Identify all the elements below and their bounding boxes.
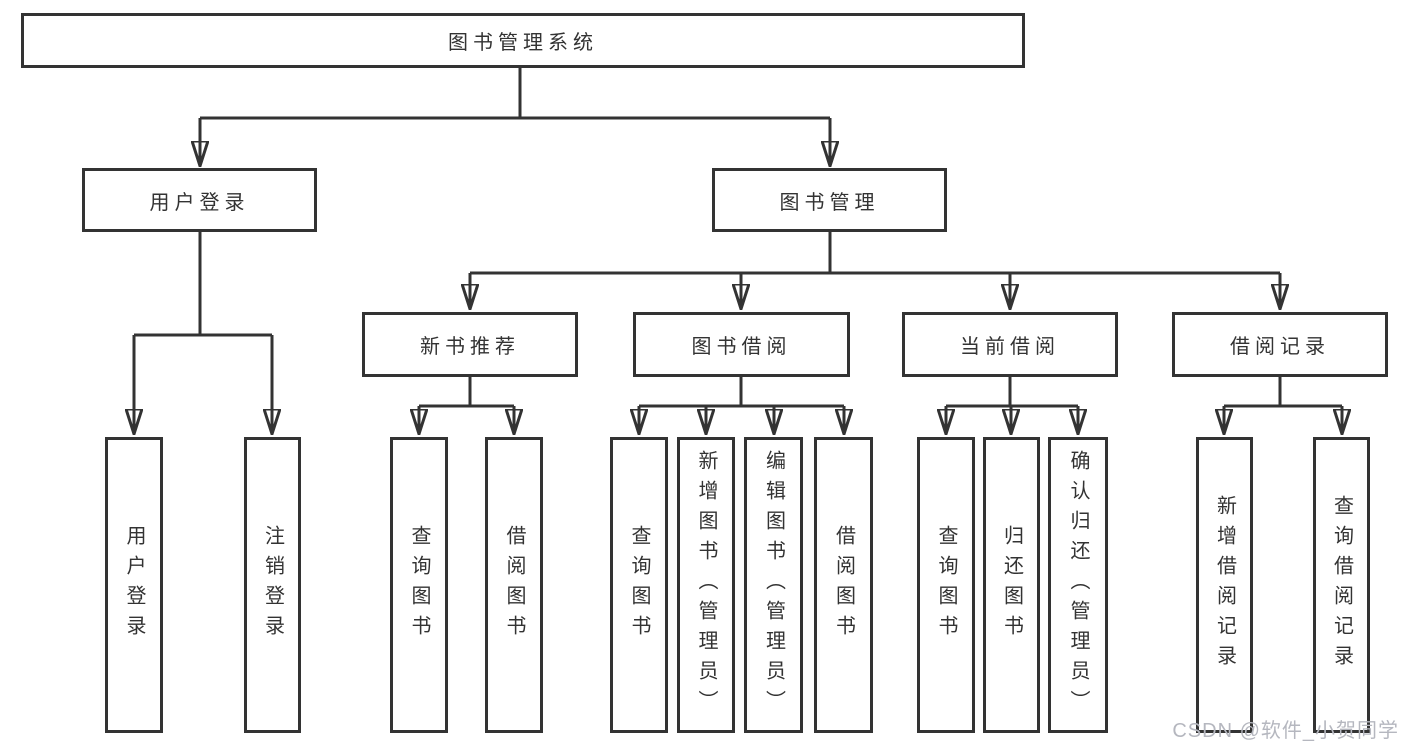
leaf-user-login-label: 用户登录	[123, 525, 145, 645]
leaf-edit-book-admin: 编辑图书（管理员）	[744, 437, 803, 733]
leaf-confirm-return-admin-label: 确认归还（管理员）	[1067, 450, 1089, 720]
leaf-return-book: 归还图书	[983, 437, 1040, 733]
node-new-book-recommend-label: 新书推荐	[420, 336, 520, 358]
leaf-user-login: 用户登录	[105, 437, 163, 733]
leaf-logout-label: 注销登录	[261, 525, 284, 645]
node-book-borrowing: 图书借阅	[633, 312, 850, 377]
leaf-add-borrow-record-label: 新增借阅记录	[1213, 495, 1236, 675]
leaf-borrow-books-borrowing-label: 借阅图书	[832, 525, 855, 645]
node-borrowing-records-label: 借阅记录	[1230, 336, 1330, 358]
leaf-edit-book-admin-label: 编辑图书（管理员）	[762, 450, 785, 720]
leaf-query-books-recommend: 查询图书	[390, 437, 448, 733]
leaf-add-book-admin: 新增图书（管理员）	[677, 437, 735, 733]
leaf-query-books-current-label: 查询图书	[935, 525, 957, 645]
connector-book-borrowing-to-leaves	[639, 377, 844, 434]
connector-user-login-to-leaves	[134, 232, 272, 434]
node-root-label: 图书管理系统	[448, 32, 598, 54]
node-current-borrowing: 当前借阅	[902, 312, 1118, 377]
node-current-borrowing-label: 当前借阅	[960, 336, 1060, 358]
leaf-query-books-recommend-label: 查询图书	[408, 525, 430, 645]
leaf-return-book-label: 归还图书	[1000, 525, 1023, 645]
leaf-query-borrow-record: 查询借阅记录	[1313, 437, 1370, 733]
node-user-login: 用户登录	[82, 168, 317, 232]
node-borrowing-records: 借阅记录	[1172, 312, 1388, 377]
node-root: 图书管理系统	[21, 13, 1025, 68]
connector-borrowing-records-to-leaves	[1224, 377, 1342, 434]
connector-new-book-recommend-to-leaves	[419, 377, 514, 434]
leaf-query-books-borrowing: 查询图书	[610, 437, 668, 733]
leaf-borrow-books-recommend-label: 借阅图书	[503, 525, 525, 645]
leaf-logout: 注销登录	[244, 437, 301, 733]
node-book-borrowing-label: 图书借阅	[691, 336, 792, 358]
leaf-borrow-books-recommend: 借阅图书	[485, 437, 543, 733]
node-book-management-label: 图书管理	[779, 191, 880, 214]
leaf-query-books-borrowing-label: 查询图书	[628, 525, 650, 645]
leaf-add-borrow-record: 新增借阅记录	[1196, 437, 1253, 733]
connector-current-borrowing-to-leaves	[946, 377, 1078, 434]
leaf-query-books-current: 查询图书	[917, 437, 975, 733]
node-new-book-recommend: 新书推荐	[362, 312, 578, 377]
node-book-management: 图书管理	[712, 168, 947, 232]
connector-book-management-to-level3	[470, 232, 1280, 309]
leaf-query-borrow-record-label: 查询借阅记录	[1330, 495, 1353, 675]
leaf-borrow-books-borrowing: 借阅图书	[814, 437, 873, 733]
node-user-login-label: 用户登录	[149, 191, 250, 214]
leaf-confirm-return-admin: 确认归还（管理员）	[1048, 437, 1108, 733]
connector-root-to-level2	[200, 68, 830, 166]
leaf-add-book-admin-label: 新增图书（管理员）	[695, 450, 717, 720]
